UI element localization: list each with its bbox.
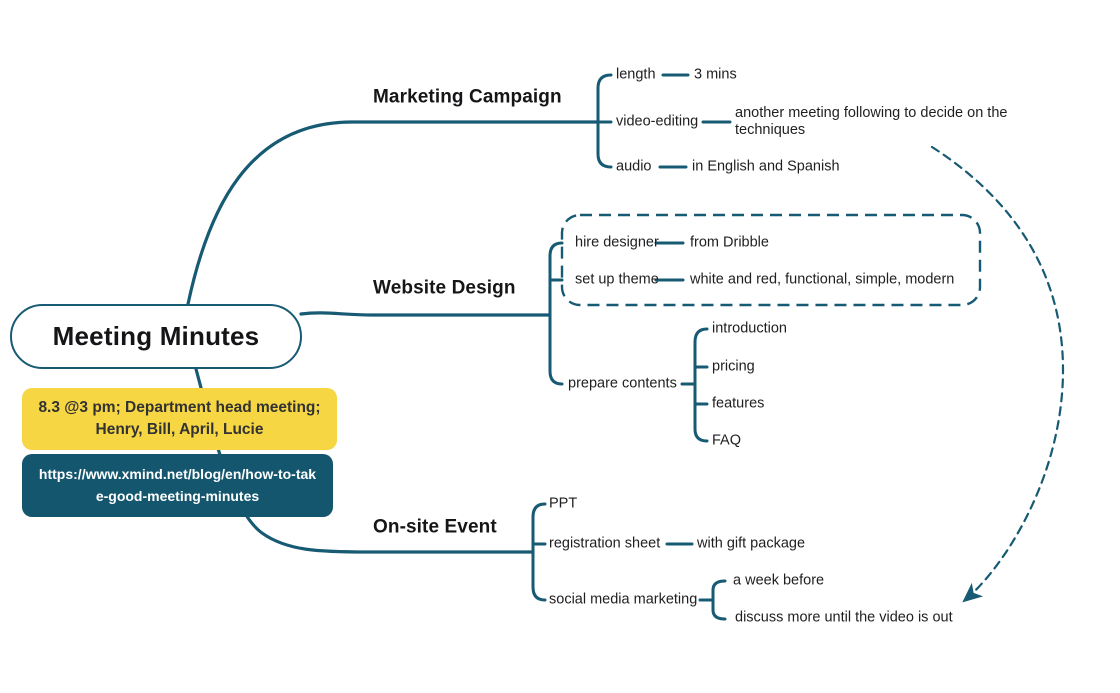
topic-on-site-event[interactable]: On-site Event bbox=[373, 516, 497, 538]
note-link[interactable]: https://www.xmind.net/blog/en/how-to-tak… bbox=[22, 454, 333, 517]
topic-prepare-contents[interactable]: prepare contents bbox=[568, 375, 677, 392]
topic-audio-value[interactable]: in English and Spanish bbox=[692, 158, 840, 175]
bracket-onsite-children bbox=[531, 502, 547, 602]
root-topic-label: Meeting Minutes bbox=[52, 321, 260, 351]
topic-registration-sheet[interactable]: registration sheet bbox=[549, 535, 661, 552]
topic-marketing-campaign[interactable]: Marketing Campaign bbox=[373, 86, 562, 108]
note-schedule[interactable]: 8.3 @3 pm; Department head meeting; Henr… bbox=[22, 388, 337, 450]
note-schedule-text: 8.3 @3 pm; Department head meeting; Henr… bbox=[38, 398, 321, 438]
boundary-website-group[interactable] bbox=[560, 213, 982, 307]
topic-audio[interactable]: audio bbox=[616, 158, 652, 175]
topic-set-up-theme[interactable]: set up theme bbox=[575, 271, 659, 288]
topic-registration-sheet-value[interactable]: with gift package bbox=[697, 535, 806, 552]
bracket-website-children bbox=[548, 241, 564, 386]
root-topic[interactable]: Meeting Minutes bbox=[10, 304, 302, 369]
topic-ppt[interactable]: PPT bbox=[549, 495, 578, 512]
relationship-arrow[interactable] bbox=[930, 145, 1065, 603]
topic-video-editing-value[interactable]: another meeting following to decide on t… bbox=[735, 105, 1008, 138]
bracket-social-children bbox=[711, 579, 727, 621]
bracket-marketing-children bbox=[596, 73, 613, 169]
topic-website-design[interactable]: Website Design bbox=[373, 277, 516, 299]
topic-hire-designer[interactable]: hire designer bbox=[575, 234, 659, 251]
branch-line-website bbox=[299, 311, 552, 317]
topic-introduction[interactable]: introduction bbox=[712, 320, 787, 337]
topic-features[interactable]: features bbox=[712, 395, 765, 412]
note-link-text: https://www.xmind.net/blog/en/how-to-tak… bbox=[38, 465, 317, 504]
bracket-prepare-children bbox=[693, 327, 709, 443]
topic-faq[interactable]: FAQ bbox=[712, 432, 742, 449]
topic-length-value[interactable]: 3 mins bbox=[694, 66, 737, 83]
topic-discuss-more[interactable]: discuss more until the video is out bbox=[735, 609, 953, 626]
branch-line-marketing bbox=[186, 120, 600, 306]
topic-hire-designer-value[interactable]: from Dribble bbox=[690, 234, 769, 251]
topic-set-up-theme-value[interactable]: white and red, functional, simple, moder… bbox=[690, 271, 955, 288]
topic-social-media-marketing[interactable]: social media marketing bbox=[549, 591, 698, 608]
topic-pricing[interactable]: pricing bbox=[712, 358, 755, 375]
topic-length[interactable]: length bbox=[616, 66, 656, 83]
topic-a-week-before[interactable]: a week before bbox=[733, 572, 825, 589]
topic-video-editing[interactable]: video-editing bbox=[616, 113, 699, 130]
